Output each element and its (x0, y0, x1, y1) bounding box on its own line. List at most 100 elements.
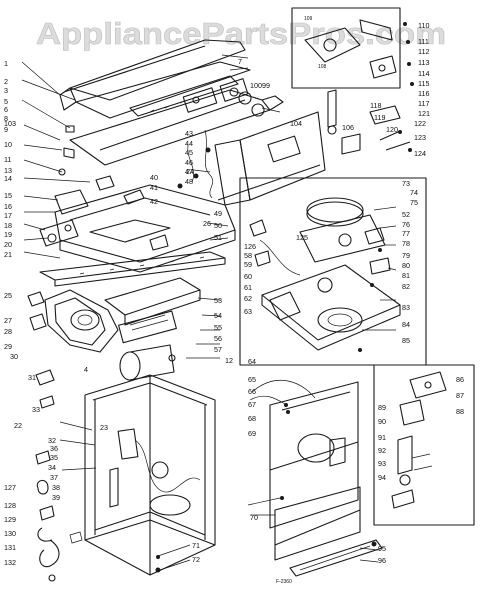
label-10: 10 (4, 140, 12, 149)
label-106: 106 (342, 123, 354, 132)
label-126: 126 (244, 242, 256, 251)
label-38: 38 (52, 483, 60, 492)
label-57: 57 (214, 345, 222, 354)
label-37: 37 (50, 473, 58, 482)
label-118: 118 (370, 101, 381, 110)
label-104: 104 (290, 119, 302, 128)
label-116: 116 (418, 89, 429, 98)
label-63: 63 (244, 307, 252, 316)
label-66: 66 (248, 387, 256, 396)
label-90: 90 (378, 417, 386, 426)
label-2: 2 (4, 77, 8, 86)
label-27: 27 (4, 316, 12, 325)
label-13: 13 (4, 166, 12, 175)
label-77: 77 (402, 229, 410, 238)
label-81: 81 (402, 271, 410, 280)
label-52: 52 (402, 210, 410, 219)
label-56: 56 (214, 334, 222, 343)
figure-number: F-2360 (276, 579, 292, 585)
label-87: 87 (456, 391, 464, 400)
label-11: 11 (4, 155, 11, 164)
label-8: 8 (4, 114, 8, 123)
label-36: 36 (50, 444, 58, 453)
base-plate-assembly (39, 184, 236, 287)
label-65: 65 (248, 375, 256, 384)
label-115: 115 (418, 79, 429, 88)
label-30: 30 (10, 352, 18, 361)
label-29: 29 (4, 342, 12, 351)
label-82: 82 (402, 282, 410, 291)
callout-labels: 1 2 3 4 5 6 7 8 9 10 11 12 13 14 15 16 1… (4, 16, 464, 585)
label-85: 85 (402, 336, 410, 345)
label-34: 34 (48, 463, 56, 472)
label-32: 32 (48, 436, 56, 445)
label-6: 6 (4, 105, 8, 114)
label-43: 43 (185, 129, 193, 138)
label-64: 64 (248, 357, 256, 366)
label-128: 128 (4, 501, 16, 510)
label-58: 58 (244, 251, 252, 260)
label-35: 35 (50, 453, 58, 462)
label-111: 111 (418, 37, 429, 46)
label-28: 28 (4, 327, 12, 336)
console-assembly (58, 39, 326, 206)
label-50: 50 (214, 221, 222, 230)
label-80: 80 (402, 261, 410, 270)
label-108: 108 (318, 64, 327, 70)
watermark-text: AppliancePartsPros.com (36, 16, 446, 51)
label-67: 67 (248, 400, 256, 409)
label-113: 113 (418, 58, 429, 67)
label-119: 119 (374, 113, 385, 122)
label-9: 9 (4, 125, 8, 134)
label-16: 16 (4, 202, 12, 211)
label-110: 110 (418, 21, 429, 30)
label-45: 45 (185, 148, 193, 157)
label-42: 42 (150, 197, 158, 206)
label-48: 48 (185, 177, 193, 186)
label-60: 60 (244, 272, 252, 281)
label-73: 73 (402, 179, 410, 188)
label-120: 120 (386, 125, 398, 134)
label-117: 117 (418, 99, 429, 108)
label-44: 44 (185, 139, 193, 148)
label-86: 86 (456, 375, 464, 384)
label-121: 121 (418, 109, 430, 118)
label-7: 7 (238, 57, 242, 66)
label-72: 72 (192, 555, 200, 564)
label-49: 49 (214, 209, 222, 218)
label-46: 46 (185, 158, 193, 167)
label-19: 19 (4, 230, 12, 239)
label-79: 79 (402, 251, 410, 260)
label-20: 20 (4, 240, 12, 249)
label-26: 26 (203, 219, 211, 228)
label-93: 93 (378, 459, 386, 468)
label-123: 123 (414, 133, 426, 142)
label-1: 1 (4, 59, 8, 68)
label-15: 15 (4, 191, 12, 200)
label-91: 91 (378, 433, 386, 442)
label-76: 76 (402, 220, 410, 229)
label-47: 47 (185, 167, 193, 176)
label-131: 131 (4, 543, 16, 552)
label-69: 69 (248, 429, 256, 438)
label-74: 74 (410, 188, 418, 197)
label-103: 103 (4, 119, 16, 128)
label-39: 39 (52, 493, 60, 502)
label-100: 100 (250, 81, 262, 90)
label-62: 62 (244, 294, 252, 303)
label-75: 75 (410, 198, 418, 207)
inset-door-switch (373, 364, 475, 526)
leader-lines (21, 54, 397, 571)
label-21: 21 (4, 250, 12, 259)
label-122: 122 (414, 119, 426, 128)
label-3: 3 (4, 86, 8, 95)
label-17: 17 (4, 211, 12, 220)
label-112: 112 (418, 47, 429, 56)
label-94: 94 (378, 473, 386, 482)
label-96: 96 (378, 556, 386, 565)
label-78: 78 (402, 239, 410, 248)
label-83: 83 (402, 303, 410, 312)
label-5: 5 (4, 97, 8, 106)
label-132: 132 (4, 558, 16, 567)
